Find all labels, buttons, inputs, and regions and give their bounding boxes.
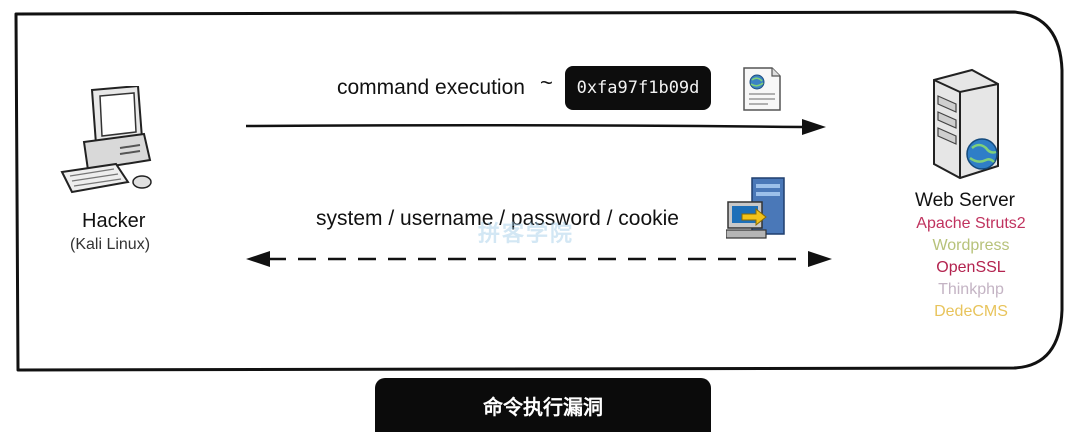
hacker-sublabel: (Kali Linux) <box>70 236 151 253</box>
tech-item: Thinkphp <box>938 281 1004 298</box>
server-label: Web Server <box>915 190 1015 211</box>
command-label: command execution <box>337 76 525 99</box>
response-arrow <box>246 251 832 267</box>
hacker-label: Hacker <box>82 210 146 232</box>
hash-badge: 0xfa97f1b09d <box>565 66 711 110</box>
watermark-text: 拼客学院 <box>478 221 575 246</box>
hash-value: 0xfa97f1b09d <box>576 78 700 98</box>
response-label: system / username / password / cookie <box>316 207 679 230</box>
tech-item: Wordpress <box>932 237 1010 254</box>
tech-item: DedeCMS <box>934 303 1008 320</box>
tilde-symbol: ~ <box>540 70 553 95</box>
tech-item: Apache Struts2 <box>916 215 1026 232</box>
desktop-computer-icon <box>60 86 152 194</box>
computer-transfer-icon <box>726 177 785 239</box>
request-arrow <box>245 119 826 135</box>
tech-item: OpenSSL <box>936 259 1006 276</box>
document-icon <box>743 67 781 111</box>
diagram-frame <box>14 10 1064 372</box>
server-globe-icon <box>933 68 999 180</box>
caption-text: 命令执行漏洞 <box>483 394 603 419</box>
caption-banner: 命令执行漏洞 <box>375 378 711 432</box>
